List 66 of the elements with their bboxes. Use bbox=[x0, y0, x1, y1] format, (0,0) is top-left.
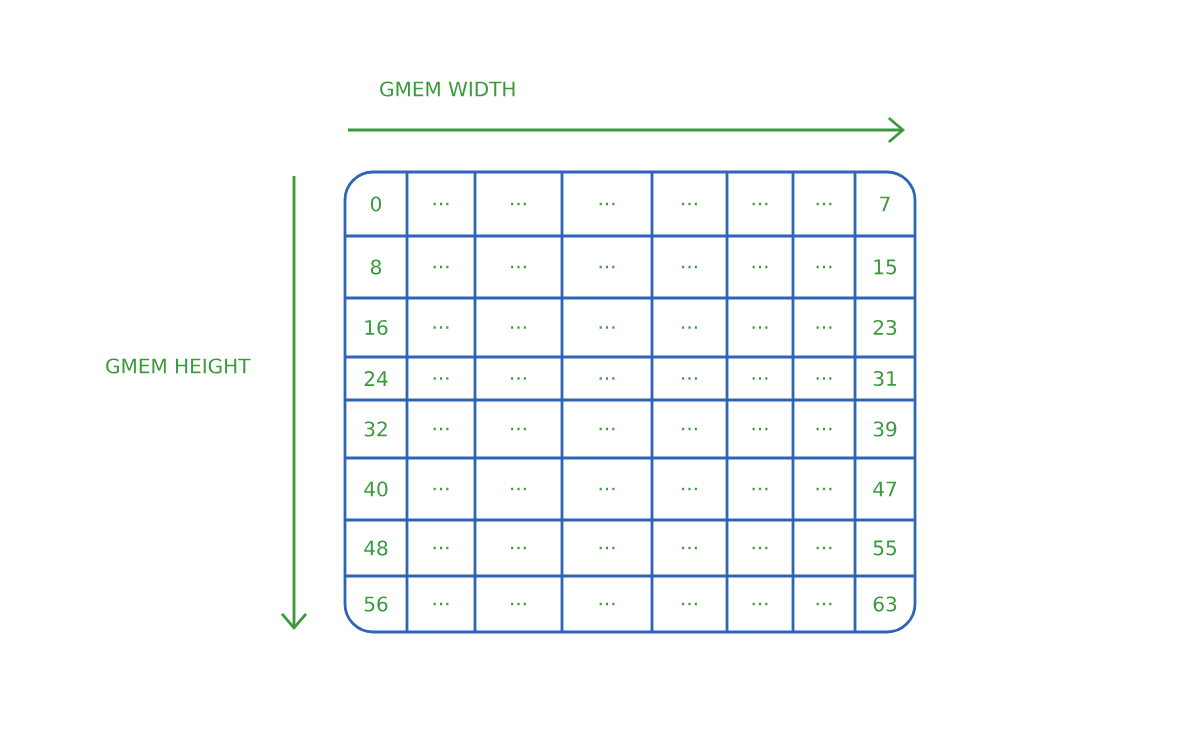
cell-value: ... bbox=[599, 427, 615, 431]
cell-value: ... bbox=[682, 602, 697, 606]
cell-value: ... bbox=[752, 326, 768, 329]
cell-value: ... bbox=[511, 546, 526, 550]
cell-value: ... bbox=[682, 326, 697, 329]
cell-value: ... bbox=[682, 546, 697, 550]
cell-value: ... bbox=[599, 265, 615, 269]
cell-value: ... bbox=[433, 602, 449, 606]
cell-value: ... bbox=[433, 487, 449, 491]
cell-value: ... bbox=[682, 487, 697, 491]
cell-value: ... bbox=[682, 377, 697, 380]
cell-value: ... bbox=[682, 265, 697, 269]
cell-value: ... bbox=[816, 202, 832, 206]
cell-value: ... bbox=[511, 427, 526, 431]
cell-value: 32 bbox=[364, 421, 387, 437]
cell-value: ... bbox=[752, 546, 768, 550]
cell-value: ... bbox=[599, 546, 615, 550]
cell-value: 31 bbox=[873, 370, 896, 387]
cell-value: ... bbox=[599, 487, 615, 491]
dimension-label: GMEM WIDTH bbox=[380, 81, 515, 97]
cell-value: ... bbox=[599, 326, 615, 329]
cell-value: ... bbox=[511, 377, 526, 380]
cell-value: ... bbox=[752, 487, 768, 491]
cell-value: ... bbox=[433, 202, 449, 206]
cell-value: ... bbox=[433, 326, 449, 329]
cell-value: ... bbox=[752, 602, 768, 606]
cell-value: 39 bbox=[873, 421, 897, 437]
cell-value: ... bbox=[752, 427, 768, 431]
cell-value: ... bbox=[599, 377, 615, 380]
cell-value: 47 bbox=[873, 481, 896, 497]
cell-value: ... bbox=[816, 427, 832, 431]
cell-value: 7 bbox=[880, 196, 890, 212]
cell-value: 56 bbox=[364, 596, 388, 612]
cell-value: ... bbox=[599, 602, 615, 606]
cell-value: ... bbox=[816, 265, 832, 269]
cell-value: ... bbox=[816, 326, 832, 329]
cell-value: ... bbox=[433, 377, 449, 380]
cell-value: 48 bbox=[364, 540, 388, 556]
cell-value: ... bbox=[752, 265, 768, 269]
cell-value: 23 bbox=[873, 319, 897, 336]
cell-value: ... bbox=[511, 326, 526, 329]
cell-value: ... bbox=[682, 202, 697, 206]
cell-value: 0 bbox=[370, 196, 382, 212]
cell-value: 15 bbox=[874, 259, 896, 275]
cell-value: 16 bbox=[365, 319, 388, 336]
cell-value: ... bbox=[433, 265, 449, 269]
cell-value: ... bbox=[816, 546, 832, 550]
cell-value: ... bbox=[511, 265, 526, 269]
dimension-label: GMEM HEIGHT bbox=[106, 358, 251, 374]
cell-value: 40 bbox=[364, 481, 388, 497]
cell-value: ... bbox=[433, 427, 449, 431]
cell-value: ... bbox=[511, 602, 526, 606]
cell-value: ... bbox=[511, 487, 526, 491]
cell-value: 55 bbox=[873, 540, 896, 556]
cell-value: ... bbox=[816, 602, 832, 606]
cell-value: ... bbox=[816, 377, 832, 380]
cell-value: ... bbox=[752, 202, 768, 206]
cell-value: ... bbox=[752, 377, 768, 380]
cell-value: ... bbox=[682, 427, 697, 431]
cell-value: ... bbox=[511, 202, 526, 206]
cell-value: 24 bbox=[364, 371, 388, 386]
cell-value: 63 bbox=[873, 596, 897, 612]
cell-value: 8 bbox=[371, 259, 381, 275]
cell-value: ... bbox=[816, 487, 832, 491]
cell-value: ... bbox=[599, 202, 615, 206]
cell-value: ... bbox=[433, 546, 449, 550]
